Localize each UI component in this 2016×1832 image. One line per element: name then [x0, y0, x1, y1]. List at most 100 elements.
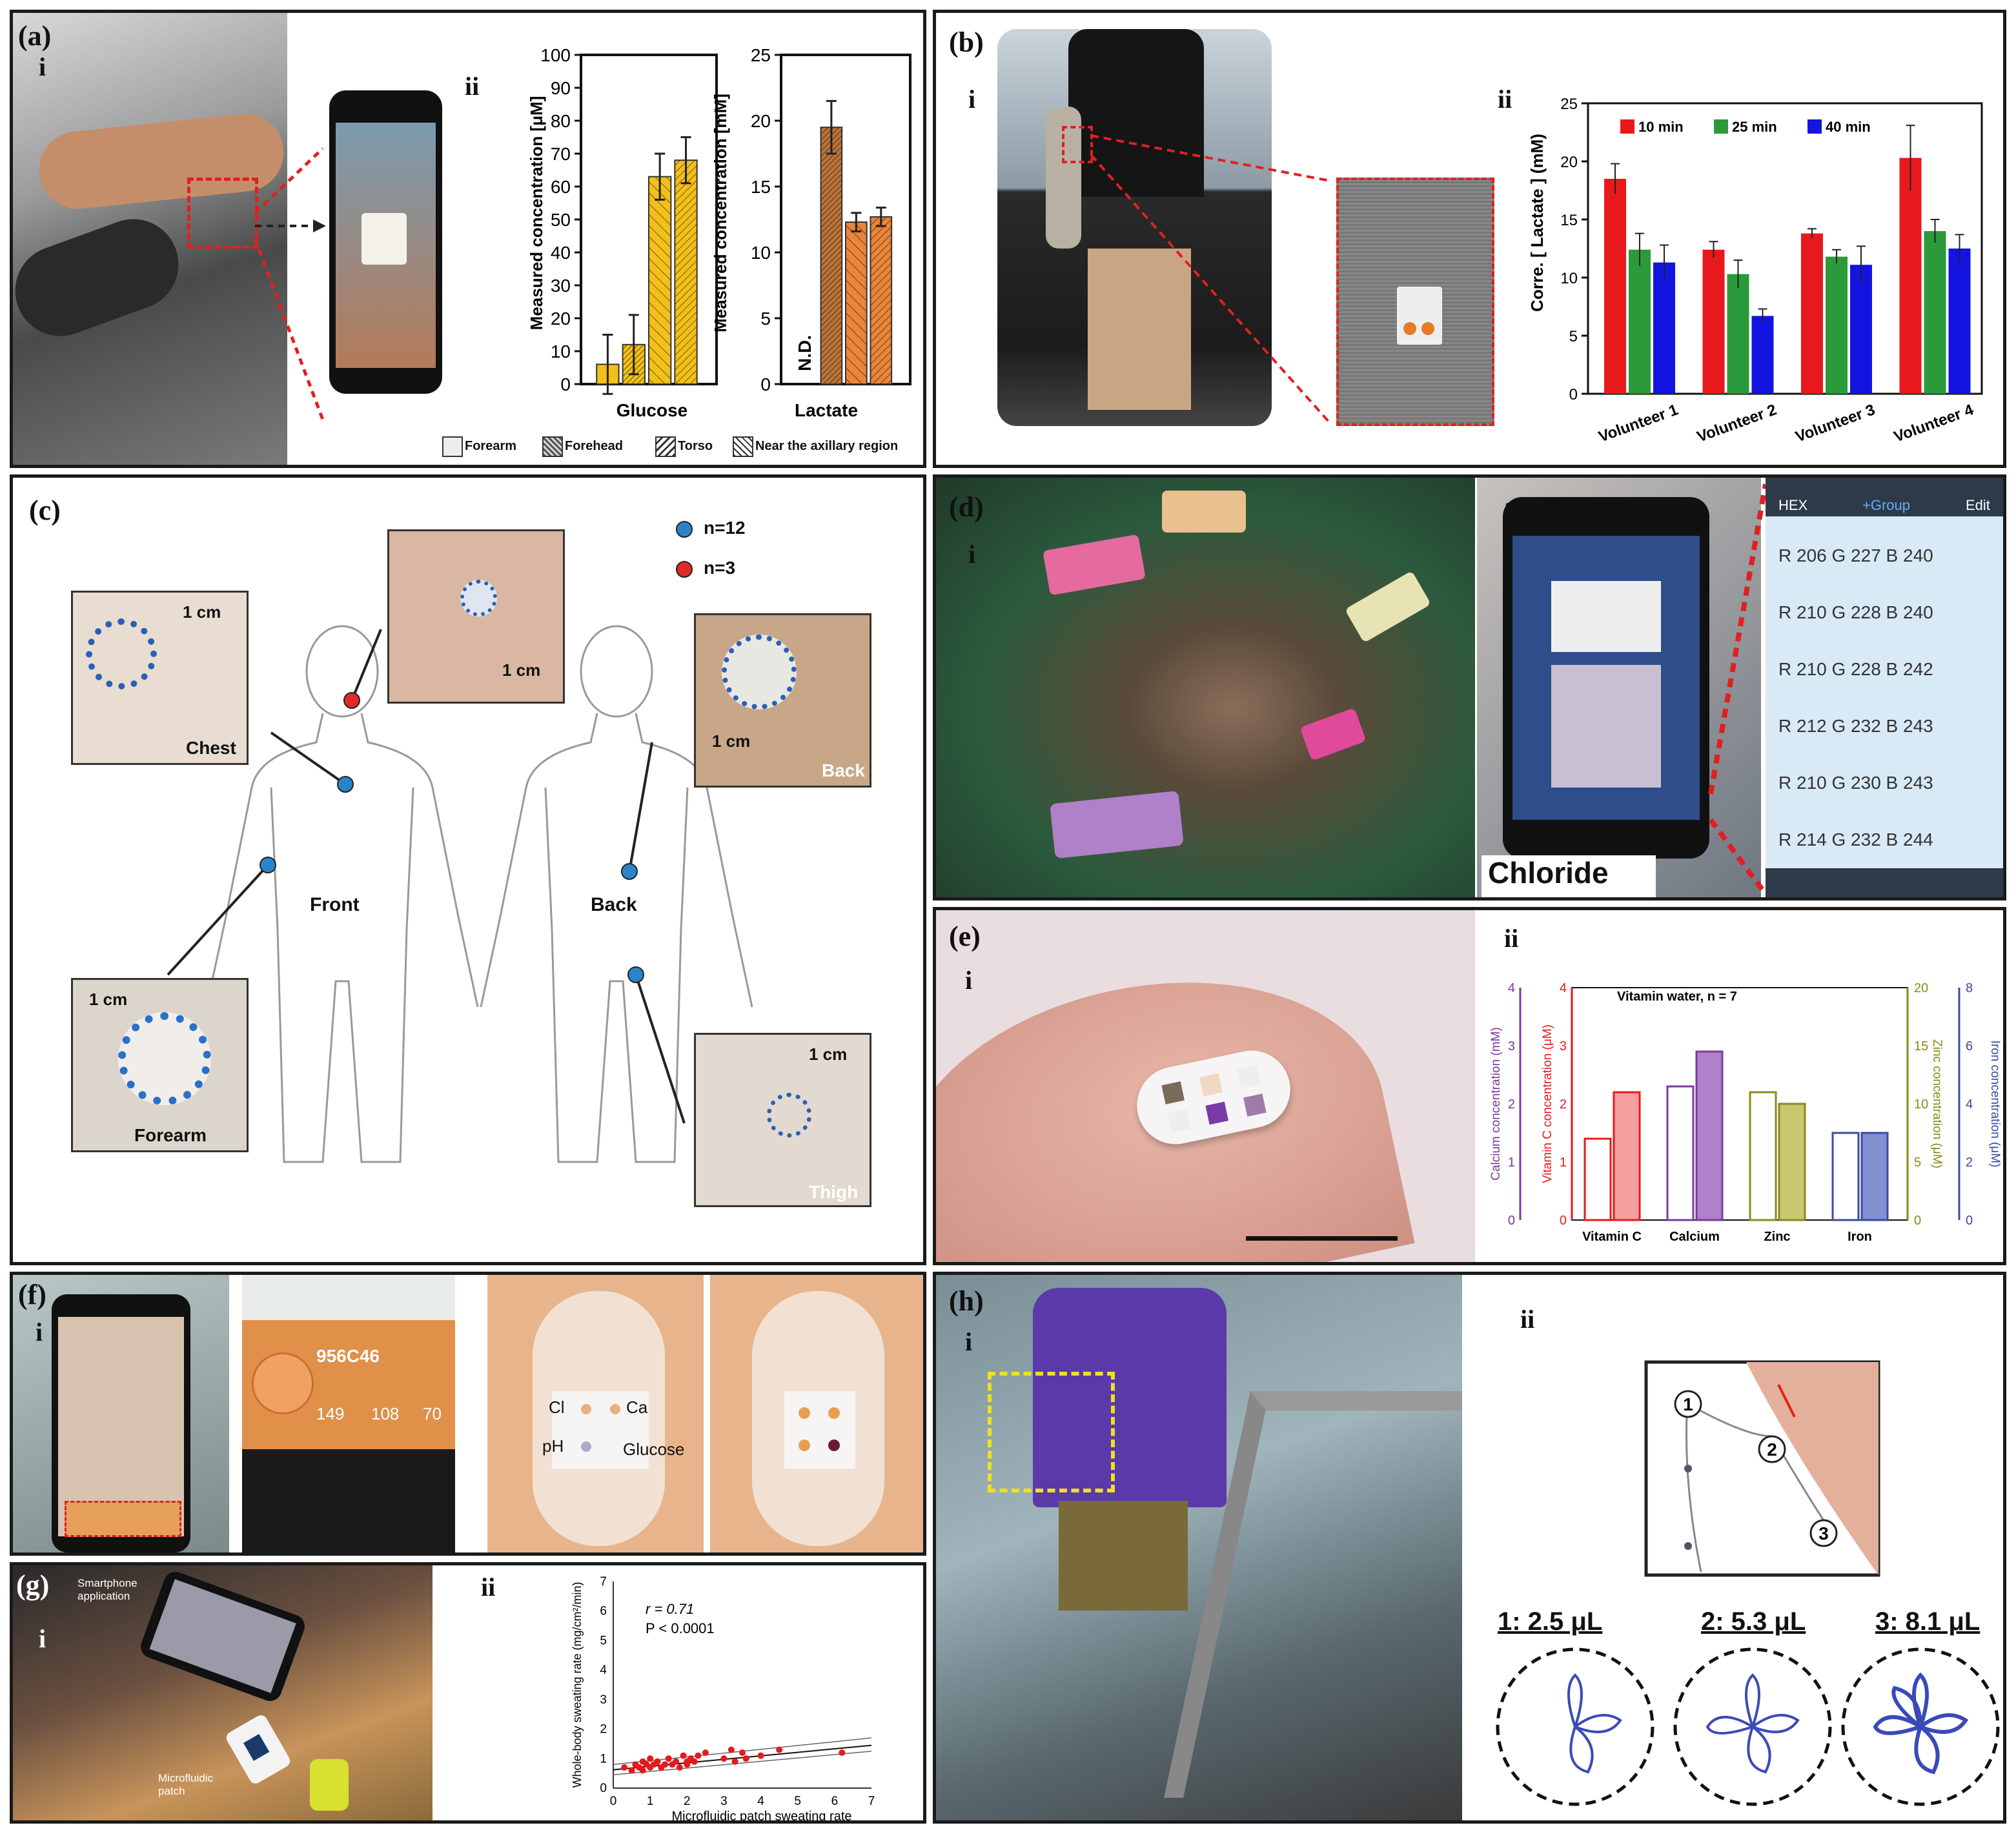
legend-25-swatch [1714, 119, 1728, 134]
b-ytick-label: 5 [1569, 328, 1578, 345]
b-cat-label: Volunteer 2 [1695, 401, 1778, 445]
rgb-screen: HEX +Group Edit R 206 G 227 B 240 R 210 … [1766, 478, 2003, 897]
well-2 [1199, 1073, 1223, 1097]
f-ph: pH [542, 1436, 564, 1456]
b-bar [1826, 256, 1848, 394]
band-yellow [1345, 571, 1431, 643]
photo-wristbands [936, 478, 1475, 897]
band-pink-1 [1043, 534, 1146, 596]
photo-finger [936, 910, 1475, 1262]
g-ytick-label: 1 [600, 1752, 607, 1766]
e-axis-vitc: Vitamin C concentration (μM) [1541, 1024, 1554, 1183]
e-tick-label: 10 [1914, 1097, 1928, 1112]
caption-thigh: Thigh [809, 1182, 859, 1202]
b-bar [1702, 249, 1725, 394]
e-title: Vitamin water, n = 7 [1617, 990, 1737, 1004]
phone-screen [336, 123, 436, 368]
caption-chest: Chest [186, 738, 236, 758]
dot-f4 [799, 1407, 810, 1419]
dot-back [621, 863, 638, 880]
well-6 [1243, 1094, 1267, 1117]
b-ytick-label: 25 [1560, 96, 1578, 113]
sub-h-i: i [965, 1327, 973, 1356]
scale-back: 1 cm [712, 731, 751, 751]
photo-phone-d [1477, 478, 1761, 897]
dot-f2 [610, 1404, 620, 1414]
g-point [720, 1755, 728, 1762]
g-point [647, 1755, 654, 1762]
patch-on-screen [361, 213, 407, 265]
front-label: Front [310, 894, 360, 915]
h-n2: 2 [1767, 1440, 1777, 1460]
g-xlabel: Microfluidic patch sweating rate [671, 1809, 851, 1824]
caption-back: Back [822, 760, 865, 780]
panel-h: (h) i ii 1 2 3 1: 2.5 μL 2: 5.3 μL 3: 8.… [933, 1272, 2006, 1824]
b-cat-label: Volunteer 3 [1793, 401, 1877, 445]
e-tick-label: 1 [1560, 1155, 1567, 1170]
g-xtick-label: 6 [831, 1795, 839, 1808]
g-xtick-label: 7 [868, 1795, 875, 1808]
xlabel-glucose: Glucose [616, 400, 687, 420]
patch-thigh [767, 1093, 811, 1137]
g-ytick-label: 2 [600, 1723, 607, 1736]
b-bar [1899, 158, 1922, 394]
photo-cycling [13, 13, 287, 465]
g-xtick-label: 0 [610, 1795, 617, 1808]
chloride-label: Chloride [1481, 855, 1656, 897]
g-point [702, 1749, 709, 1756]
e-tick-label: 6 [1966, 1039, 1973, 1053]
g-xtick-label: 4 [757, 1795, 764, 1808]
ytick-label: 100 [540, 45, 571, 65]
orange-dot-1 [1403, 322, 1416, 335]
band-orange [1162, 491, 1246, 533]
dot-f6 [799, 1440, 810, 1451]
legend-dot-red [676, 561, 693, 578]
ytick-label: 30 [551, 276, 571, 296]
g-point [691, 1758, 698, 1765]
g-xtick-label: 2 [684, 1795, 691, 1808]
g-point [728, 1746, 735, 1753]
rgb-row-3: R 210 G 228 B 242 [1778, 659, 1933, 679]
channel-diagram: 1 2 3 [1644, 1360, 1880, 1577]
scale-neck: 1 cm [502, 660, 541, 680]
b-cat-label: Volunteer 1 [1596, 401, 1680, 445]
rgb-header-mid[interactable]: +Group [1862, 497, 1910, 513]
highlight-box-b [1062, 126, 1093, 163]
dot-f7 [828, 1440, 840, 1451]
g-point [676, 1764, 683, 1771]
chart-g-ii: r = 0.71 P < 0.0001 Microfluidic patch s… [571, 1575, 875, 1824]
e-axis-iron: Iron concentration (μM) [1988, 1041, 2002, 1168]
zoom-lines-d [1708, 483, 1768, 896]
front-body [205, 625, 479, 1163]
scale-bar-e [1246, 1236, 1398, 1241]
e-tick-label: 8 [1966, 981, 1973, 995]
label-g: (g) [16, 1569, 50, 1601]
torso-shape [1068, 29, 1204, 197]
photo-phone-f [13, 1275, 229, 1552]
well-4 [1167, 1110, 1191, 1133]
ylabel-glucose: Measured concentration [μM] [527, 96, 546, 331]
legend-forearm-swatch [442, 436, 463, 457]
g-r: r = 0.71 [646, 1601, 694, 1617]
h-v2: 2: 5.3 μL [1701, 1607, 1806, 1636]
phone-a [329, 90, 442, 394]
rgb-header-right[interactable]: Edit [1966, 497, 1990, 513]
patch-back [722, 635, 797, 709]
photo-g: Smartphone application Microfluidic patc… [13, 1565, 433, 1820]
ytick-label: 25 [751, 45, 771, 65]
sub-b-ii: ii [1498, 85, 1512, 114]
channel-circles [1496, 1647, 2000, 1806]
well-5 [1205, 1101, 1228, 1125]
e-cat-label: Zinc [1764, 1230, 1790, 1244]
na-label: N.D. [795, 335, 815, 371]
label-d: (d) [949, 491, 984, 523]
patch-forearm [118, 1012, 211, 1105]
dot-f5 [828, 1407, 840, 1419]
sub-d-i: i [968, 540, 976, 569]
bar [870, 216, 893, 385]
g-point [680, 1752, 687, 1759]
